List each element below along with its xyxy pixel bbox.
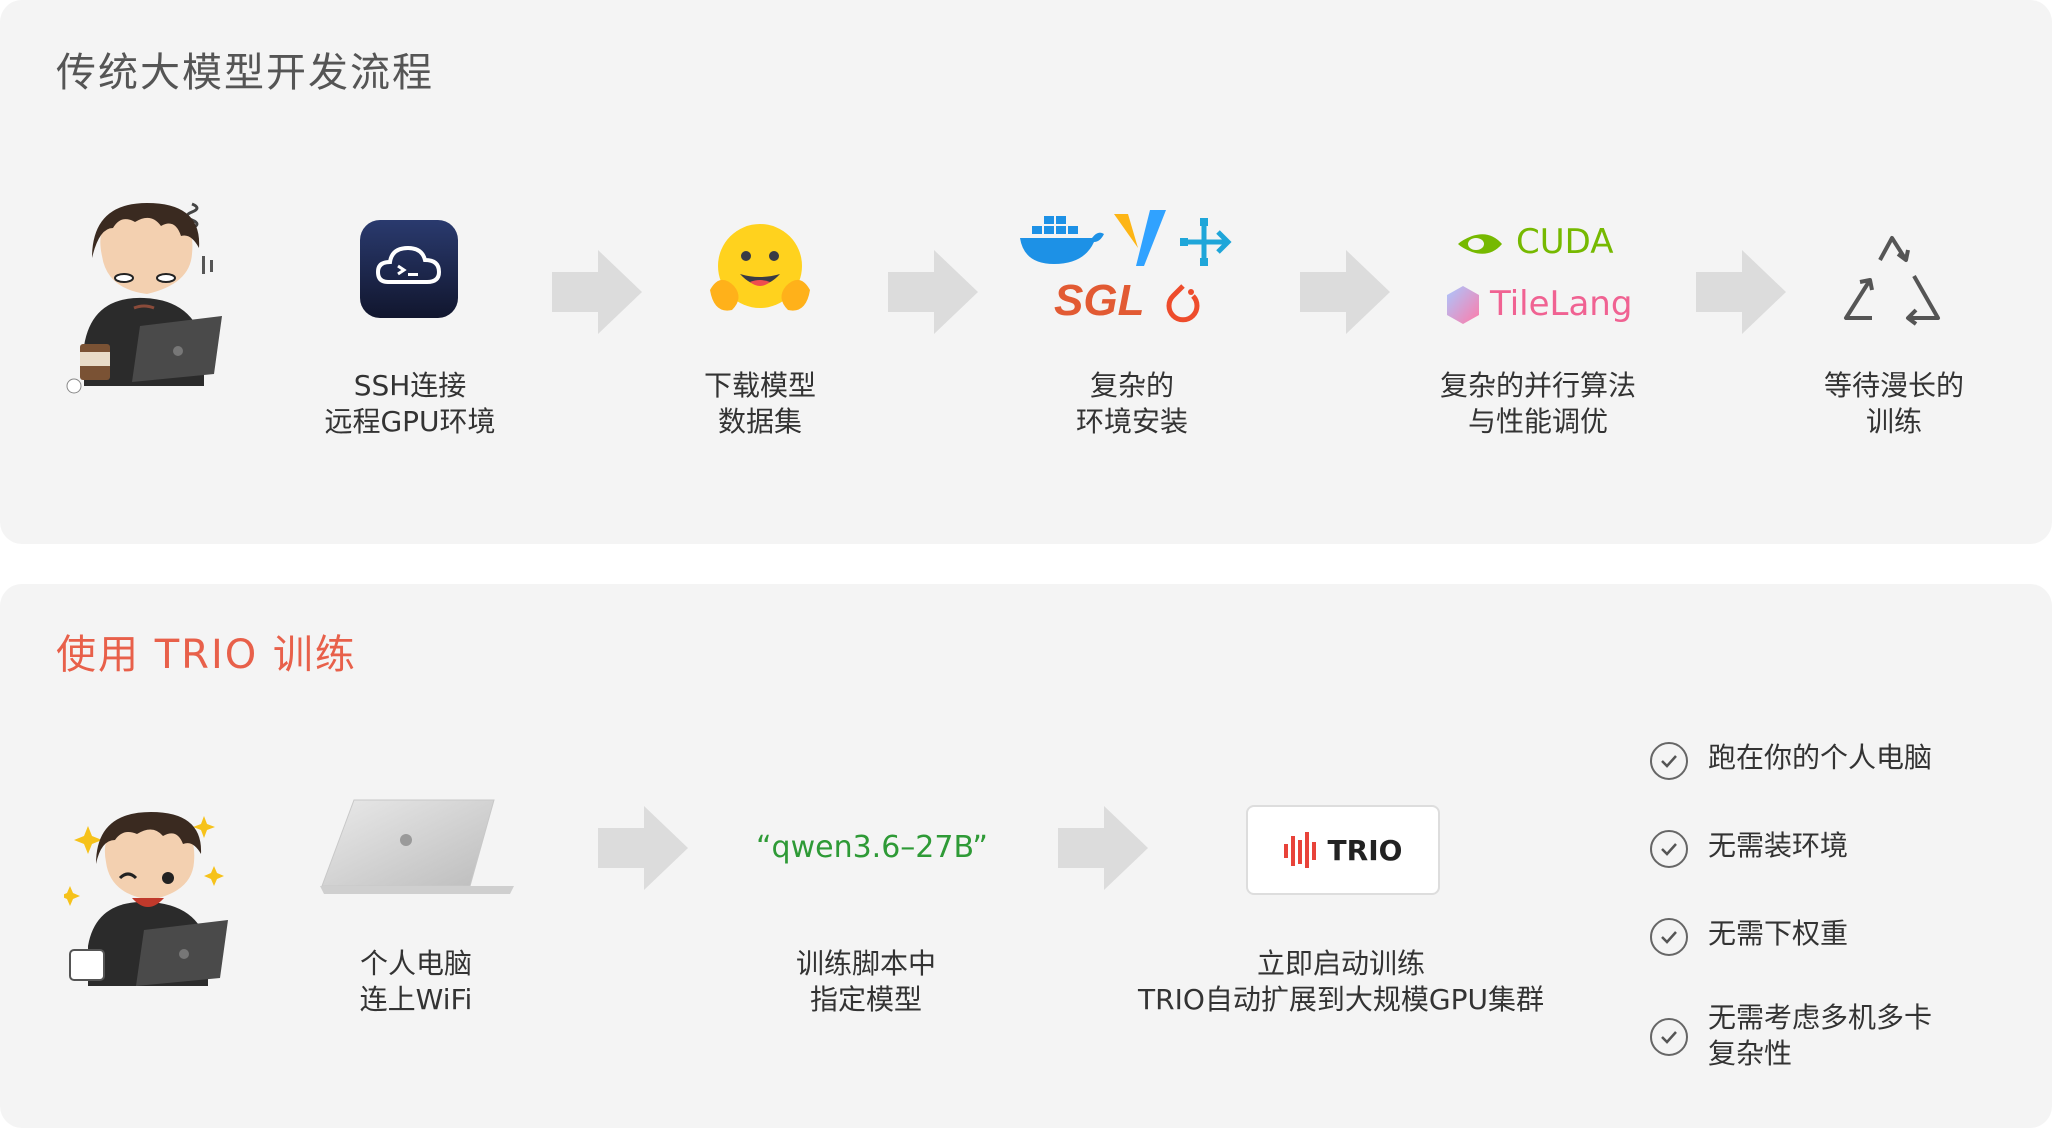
- trio-brand-card: TRIO: [1246, 805, 1440, 895]
- docker-icon: [1020, 216, 1104, 264]
- step-label-script: 训练脚本中 指定模型: [795, 947, 936, 1016]
- stressed-coder-avatar: [66, 202, 222, 394]
- step-label-environment: 复杂的 环境安装: [1075, 369, 1188, 438]
- recycle-icon: [1844, 236, 1940, 326]
- arrow-icon: [1696, 250, 1786, 334]
- arrow-icon: [1058, 806, 1148, 890]
- tilelang-icon: [1447, 286, 1479, 324]
- tilelang-logo: TileLang: [1490, 284, 1633, 324]
- step-label-trio: 立即启动训练 TRIO自动扩展到大规模GPU集群: [1138, 947, 1544, 1016]
- checklist-item: 跑在你的个人电脑: [1650, 740, 1932, 780]
- trio-workflow-title: 使用 TRIO 训练: [56, 632, 357, 678]
- cuda-logo: CUDA: [1516, 222, 1614, 262]
- check-icon: [1650, 830, 1688, 868]
- ssh-cloud-icon: [360, 220, 458, 318]
- step-label-parallel: 复杂的并行算法 与性能调优: [1439, 369, 1636, 438]
- arrow-icon: [888, 250, 978, 334]
- trio-logo-icon: [1283, 832, 1316, 868]
- laptop-icon: [320, 799, 514, 894]
- arrow-icon: [598, 806, 688, 890]
- check-icon: [1650, 918, 1688, 956]
- checklist-item: 无需装环境: [1650, 828, 1848, 868]
- nvidia-icon: [1458, 234, 1502, 254]
- sgl-logo: SGL: [1054, 276, 1145, 325]
- checklist-item: 无需考虑多机多卡 复杂性: [1650, 1000, 1932, 1072]
- trio-logo-text: TRIO: [1327, 833, 1403, 867]
- step-label-waiting: 等待漫长的 训练: [1823, 369, 1964, 438]
- arrow-icon: [1300, 250, 1390, 334]
- step-label-ssh: SSH连接 远程GPU环境: [324, 369, 496, 438]
- traditional-workflow-title: 传统大模型开发流程: [56, 50, 434, 96]
- step-label-laptop: 个人电脑 连上WiFi: [359, 947, 473, 1016]
- huggingface-icon: [710, 224, 810, 311]
- step-label-download: 下载模型 数据集: [703, 369, 816, 438]
- vllm-icon: [1114, 210, 1166, 266]
- workflow-icon: [1180, 218, 1232, 266]
- check-icon: [1650, 1018, 1688, 1056]
- model-name-code: “qwen3.6–27B”: [756, 830, 988, 865]
- arrow-icon: [552, 250, 642, 334]
- happy-coder-avatar: [64, 812, 228, 986]
- traditional-workflow-panel: 传统大模型开发流程 SSH连接 远程GPU环境 下载模型 数据集: [0, 0, 2052, 544]
- checklist-item: 无需下权重: [1650, 916, 1848, 956]
- check-icon: [1650, 742, 1688, 780]
- pytorch-icon: [1166, 284, 1200, 323]
